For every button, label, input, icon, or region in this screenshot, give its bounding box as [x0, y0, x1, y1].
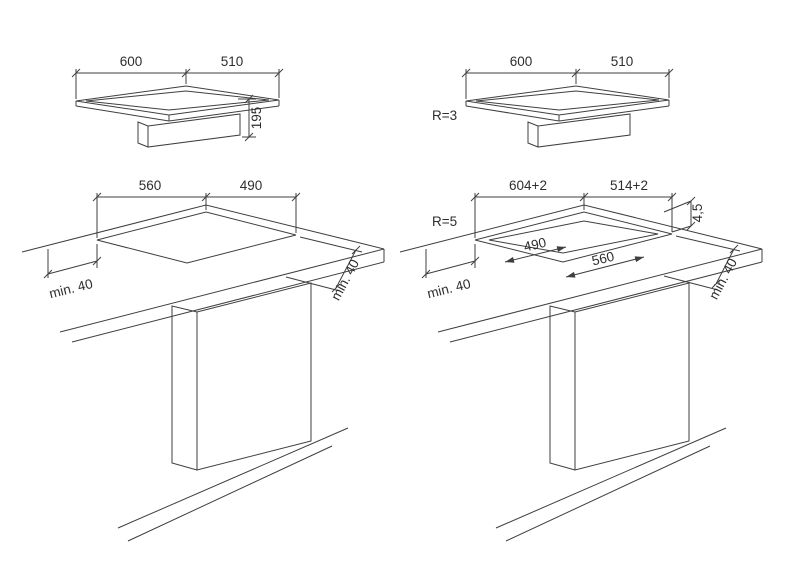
figure-worktop-cutout-right: 604+2 514+2 R=5 490 560 4,5: [399, 178, 763, 542]
min-clearance-left-label: min. 40: [48, 276, 95, 301]
dim-label-recess-width: 604+2: [509, 178, 547, 193]
dimension-height: 195: [238, 94, 264, 142]
dimension-recess: 604+2 514+2: [470, 178, 677, 238]
cabinet-side: [171, 305, 198, 471]
dimension-inner-depth: 560: [565, 249, 645, 278]
floor-lines: [117, 427, 349, 542]
cabinet-front: [574, 282, 690, 471]
dimension-cutout: 560 490: [92, 178, 301, 238]
min-clearance-right-label: min. 40: [706, 256, 740, 302]
dimension-min-right: min. 40: [285, 236, 363, 303]
dim-label-cutout-depth: 490: [240, 178, 263, 193]
min-clearance-right-label: min. 40: [328, 257, 362, 303]
floor-lines: [495, 427, 727, 542]
hob-rim-edges: [465, 100, 670, 122]
hob-box-front: [147, 113, 241, 148]
radius-label: R=5: [432, 214, 457, 229]
hob-box-side: [137, 121, 149, 148]
figure-worktop-cutout-left: 560 490 min. 40 min. 4: [21, 178, 385, 542]
dimension-width-depth: 600 510: [71, 54, 284, 99]
radius-label: R=3: [432, 108, 457, 123]
dim-label-width: 600: [120, 54, 143, 69]
hob-box-front: [537, 113, 631, 148]
dim-label-recess-depth: 514+2: [610, 178, 648, 193]
hob-rim-edges: [75, 100, 280, 122]
cabinet-side: [549, 305, 576, 471]
dim-label-inner-depth: 560: [590, 249, 615, 269]
inner-cutout-outline: [488, 220, 659, 254]
hob-glass-inset: [85, 90, 270, 111]
cutout-outline: [96, 211, 297, 264]
dimension-width-depth: 600 510: [461, 54, 674, 99]
dim-label-width: 600: [510, 54, 533, 69]
figure-hob-top-left: 600 510 195: [71, 54, 284, 148]
cabinet-front: [196, 282, 312, 471]
dim-label-inner-width: 490: [522, 235, 547, 255]
dim-label-depth: 510: [221, 54, 244, 69]
dim-label-height: 195: [249, 107, 264, 130]
hob-box-side: [527, 121, 539, 148]
dimension-inner-width: 490: [504, 235, 567, 263]
figure-hob-top-right: 600 510 R=3: [432, 54, 674, 148]
dimension-min-left: min. 40: [421, 244, 480, 301]
dim-label-cutout-width: 560: [139, 178, 162, 193]
dim-label-depth: 510: [611, 54, 634, 69]
dimension-min-right: min. 40: [663, 235, 741, 302]
worktop-outline: [399, 204, 763, 343]
worktop-outline: [21, 204, 385, 343]
hob-glass-inset: [475, 90, 660, 111]
dim-label-step-height: 4,5: [690, 204, 705, 223]
dimension-min-left: min. 40: [43, 244, 102, 301]
min-clearance-left-label: min. 40: [426, 276, 473, 301]
dimension-step-height: 4,5: [663, 196, 705, 233]
